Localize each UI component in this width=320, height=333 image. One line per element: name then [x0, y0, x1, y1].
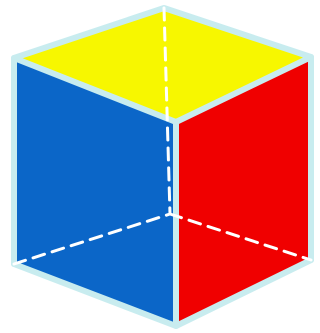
cube-figure: [0, 0, 320, 333]
cube-drawing: [0, 0, 320, 333]
